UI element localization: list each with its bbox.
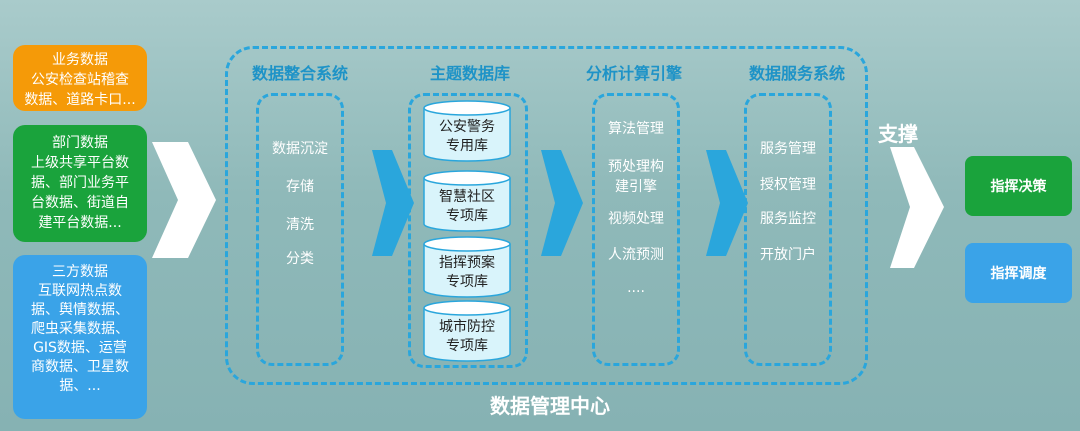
support-label: 支撑 [878, 122, 918, 146]
database-icon [423, 300, 511, 362]
input-arrow-icon [152, 142, 216, 258]
integration-item: 清洗 [286, 217, 314, 233]
database-label: 公安警务 [439, 119, 495, 135]
source-line: 数据、道路卡口... [24, 92, 136, 108]
service-item: 服务监控 [760, 211, 816, 227]
database-label: 专项库 [446, 208, 488, 224]
source-line: 上级共享平台数 [31, 155, 129, 171]
service-item: 开放门户 [760, 247, 816, 263]
integration-panel: 数据沉淀 存储 清洗 分类 [256, 93, 344, 366]
service-item: 服务管理 [760, 141, 816, 157]
source-box-business: 业务数据 公安检查站稽查 数据、道路卡口... [13, 45, 147, 111]
output-arrow-icon [890, 147, 944, 268]
source-line: 建平台数据... [38, 215, 122, 231]
output-command-decision: 指挥决策 [965, 156, 1072, 216]
database-label: 专项库 [446, 338, 488, 354]
engine-item: 人流预测 [608, 247, 664, 263]
source-line: 公安检查站稽查 [31, 72, 129, 88]
database-label: 专用库 [446, 138, 488, 154]
source-line: 互联网热点数 [38, 283, 122, 299]
integration-item: 数据沉淀 [272, 141, 328, 157]
engine-panel: 算法管理 预处理构 建引擎 视频处理 人流预测 .... [592, 93, 680, 366]
database-cylinder: 智慧社区 专项库 [423, 170, 511, 232]
engine-item: 算法管理 [608, 121, 664, 137]
database-label: 专项库 [446, 274, 488, 290]
database-cylinder: 指挥预案 专项库 [423, 236, 511, 298]
integration-item: 存储 [286, 179, 314, 195]
engine-item: 视频处理 [608, 211, 664, 227]
output-command-dispatch: 指挥调度 [965, 243, 1072, 303]
service-panel: 服务管理 授权管理 服务监控 开放门户 [744, 93, 832, 366]
engine-item: 预处理构 [608, 159, 664, 175]
source-line: 爬虫采集数据、 [31, 321, 129, 337]
engine-title: 分析计算引擎 [585, 64, 682, 83]
database-icon [423, 170, 511, 232]
source-title: 业务数据 [52, 52, 108, 68]
data-management-center-panel [225, 46, 868, 385]
database-label: 指挥预案 [439, 255, 495, 271]
source-line: GIS数据、运营 [33, 340, 127, 356]
database-label: 智慧社区 [439, 189, 495, 205]
integration-title: 数据整合系统 [251, 64, 348, 83]
database-icon [423, 100, 511, 162]
source-title: 三方数据 [52, 264, 108, 280]
database-cylinder: 城市防控 专项库 [423, 300, 511, 362]
database-icon [423, 236, 511, 298]
source-box-department: 部门数据 上级共享平台数 据、部门业务平 台数据、街道自 建平台数据... [13, 125, 147, 242]
theme-db-panel [408, 93, 528, 368]
database-label: 城市防控 [439, 319, 495, 335]
source-line: 据、... [59, 378, 101, 394]
database-cylinder: 公安警务 专用库 [423, 100, 511, 162]
flow-arrow-icon [541, 150, 583, 256]
source-line: 据、部门业务平 [31, 175, 129, 191]
flow-arrow-icon [372, 150, 414, 256]
theme-db-title: 主题数据库 [429, 64, 510, 83]
source-title: 部门数据 [52, 135, 108, 151]
source-line: 商数据、卫星数 [31, 359, 129, 375]
source-box-thirdparty: 三方数据 互联网热点数 据、舆情数据、 爬虫采集数据、 GIS数据、运营 商数据… [13, 255, 147, 419]
service-item: 授权管理 [760, 177, 816, 193]
data-management-center-label: 数据管理中心 [490, 394, 610, 418]
flow-arrow-icon [706, 150, 748, 256]
engine-item: .... [627, 280, 645, 296]
source-line: 台数据、街道自 [31, 195, 129, 211]
service-title: 数据服务系统 [748, 64, 845, 83]
integration-item: 分类 [286, 251, 314, 267]
engine-item: 建引擎 [615, 179, 657, 195]
source-line: 据、舆情数据、 [31, 302, 129, 318]
